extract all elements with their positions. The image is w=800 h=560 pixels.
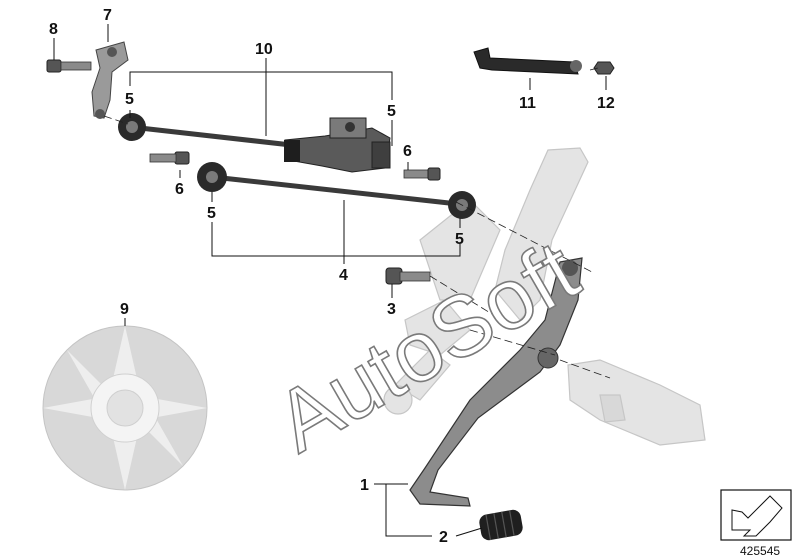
upper-rod-assembly — [118, 113, 391, 173]
assembly-axis-lines — [103, 67, 611, 379]
callout-12: 12 — [597, 95, 615, 112]
callout-6-right: 6 — [403, 143, 412, 160]
disc-part — [42, 325, 208, 491]
rubber-pad-part-2 — [479, 509, 523, 541]
callout-1: 1 — [360, 477, 369, 494]
callout-5-upper-left: 5 — [125, 91, 134, 108]
callout-5-lower-right: 5 — [455, 231, 464, 248]
callout-2: 2 — [439, 529, 448, 546]
bar-part-11 — [473, 47, 582, 75]
nut-part-12 — [593, 61, 615, 75]
direction-arrow-icon — [720, 489, 792, 541]
lever-part-7 — [91, 41, 129, 119]
callout-5-upper-right: 5 — [387, 103, 396, 120]
callout-10: 10 — [255, 41, 273, 58]
callout-9: 9 — [120, 301, 129, 318]
callout-7: 7 — [103, 7, 112, 24]
bolt-part-8 — [46, 59, 92, 73]
leader-lines — [53, 24, 607, 537]
bolt-part-6-right — [403, 167, 441, 181]
shift-lever-part-1 — [409, 257, 583, 507]
callout-6-left: 6 — [175, 181, 184, 198]
callout-11: 11 — [519, 95, 536, 112]
callout-8: 8 — [49, 21, 58, 38]
callout-5-lower-left: 5 — [207, 205, 216, 222]
callout-4: 4 — [339, 267, 348, 284]
pivot-bolt-part-3 — [385, 267, 431, 285]
callout-3: 3 — [387, 301, 396, 318]
reference-number: 425545 — [740, 544, 780, 558]
bolt-part-6-left — [149, 151, 190, 165]
